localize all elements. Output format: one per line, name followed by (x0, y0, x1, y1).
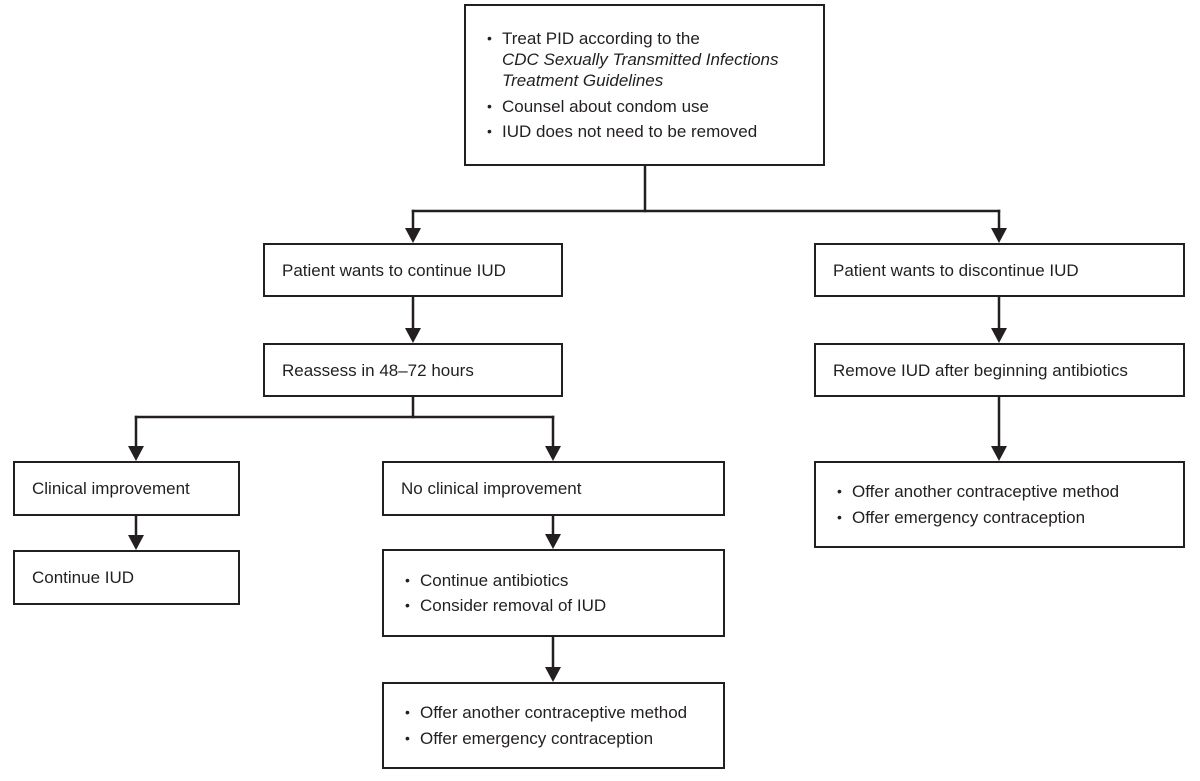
node-clinical-improvement-label: Clinical improvement (32, 479, 190, 498)
node-clinical-improvement: Clinical improvement (13, 461, 240, 516)
arrowhead (405, 328, 421, 343)
bullet-marker: • (837, 508, 842, 525)
list-item: • IUD does not need to be removed (487, 121, 815, 142)
arrowhead (545, 534, 561, 549)
list-item: • Counsel about condom use (487, 96, 815, 117)
arrowhead (991, 228, 1007, 243)
node-continue-choice-label: Patient wants to continue IUD (282, 260, 506, 280)
bullet-marker: • (487, 123, 492, 139)
list-item: • Continue antibiotics (405, 570, 606, 591)
node-no-clinical-improvement: No clinical improvement (382, 461, 725, 516)
node-continue-antibiotics: • Continue antibiotics • Consider remova… (382, 549, 725, 637)
node-treat-pid-bullet-2: Counsel about condom use (502, 96, 709, 116)
node-reassess: Reassess in 48–72 hours (263, 343, 563, 397)
arrowhead (405, 228, 421, 243)
bullet-marker: • (487, 97, 492, 114)
node-no-clinical-improvement-label: No clinical improvement (401, 479, 582, 498)
list-item: • Offer emergency contraception (837, 507, 1119, 528)
bullet-marker: • (837, 483, 842, 500)
bullet-marker: • (405, 571, 410, 588)
node-remove-iud: Remove IUD after beginning antibiotics (814, 343, 1185, 397)
list-item: • Offer another contraceptive method (837, 481, 1119, 502)
list-item: • Consider removal of IUD (405, 595, 606, 616)
node-continue-iud: Continue IUD (13, 550, 240, 605)
node-reassess-label: Reassess in 48–72 hours (282, 360, 474, 380)
node-continue-antibiotics-bullet-1: Continue antibiotics (420, 570, 569, 590)
arrowhead (545, 446, 561, 461)
node-discontinue-choice-label: Patient wants to discontinue IUD (833, 260, 1079, 280)
node-offer-mid-bullet-2: Offer emergency contraception (420, 728, 654, 748)
arrowhead (128, 446, 144, 461)
node-discontinue-choice: Patient wants to discontinue IUD (814, 243, 1185, 297)
list-item: • Offer emergency contraception (405, 728, 687, 749)
bullet-marker: • (405, 597, 410, 614)
arrowhead (545, 667, 561, 682)
node-remove-iud-label: Remove IUD after beginning antibiotics (833, 360, 1128, 380)
list-item: • Offer another contraceptive method (405, 702, 687, 723)
arrowhead (991, 328, 1007, 343)
node-treat-pid-bullet-1-text: Treat PID according to the (502, 29, 700, 48)
node-offer-mid-bullet-1: Offer another contraceptive method (420, 703, 688, 723)
node-offer-after-removal: • Offer another contraceptive method • O… (814, 461, 1185, 548)
bullet-marker: • (405, 729, 410, 746)
node-offer-after-no-improvement: • Offer another contraceptive method • O… (382, 682, 725, 769)
arrowhead (128, 535, 144, 550)
arrowhead (991, 446, 1007, 461)
node-continue-antibiotics-bullet-2: Consider removal of IUD (420, 596, 607, 616)
node-offer-right-bullet-2: Offer emergency contraception (852, 507, 1086, 527)
node-offer-right-bullet-1: Offer another contraceptive method (852, 482, 1120, 502)
node-continue-choice: Patient wants to continue IUD (263, 243, 563, 297)
bullet-marker: • (487, 30, 492, 46)
bullet-marker: • (405, 704, 410, 721)
node-treat-pid-bullet-1-italic: CDC Sexually Transmitted Infections Trea… (502, 50, 779, 90)
node-continue-iud-label: Continue IUD (32, 568, 135, 587)
node-treat-pid-bullet-3: IUD does not need to be removed (502, 122, 758, 141)
